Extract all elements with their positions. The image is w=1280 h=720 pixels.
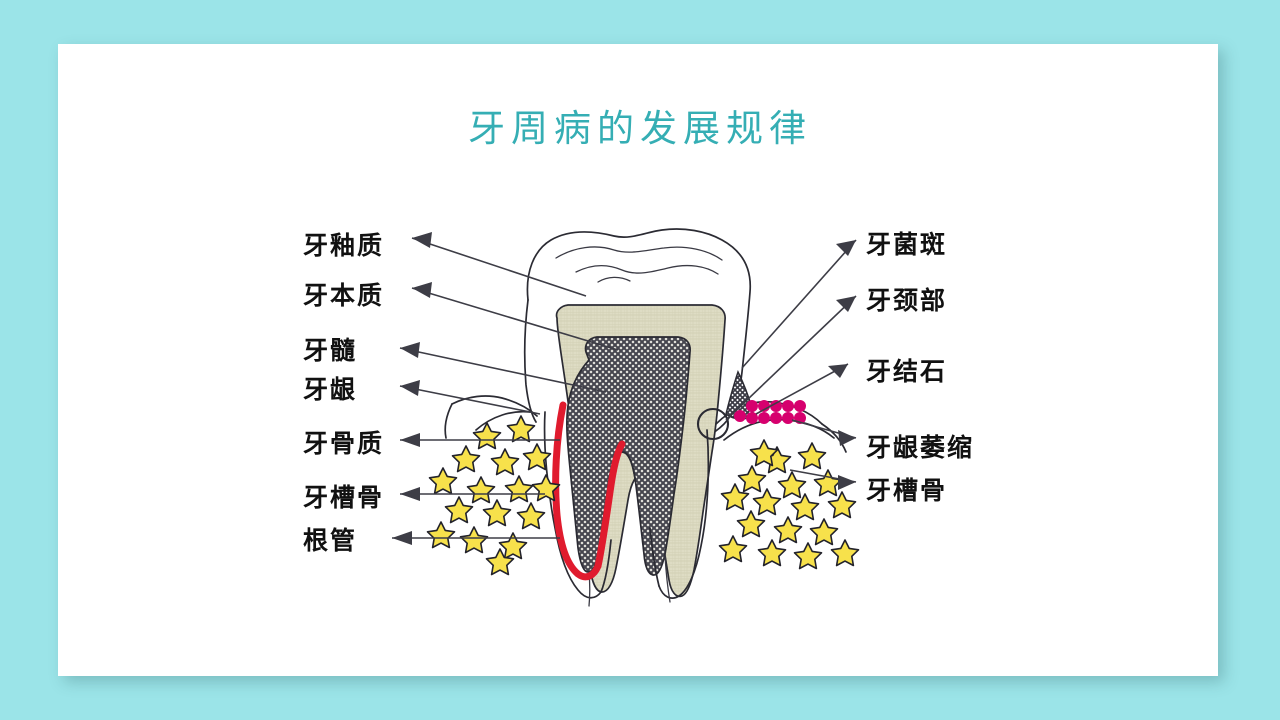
label-cementum: 牙骨质 bbox=[303, 429, 385, 458]
label-pulp: 牙髓 bbox=[303, 336, 358, 365]
label-gingival-recession: 牙龈萎缩 bbox=[866, 433, 975, 462]
label-alveolar-bone-right: 牙槽骨 bbox=[866, 476, 948, 505]
alveolar-bone-stars-right bbox=[718, 439, 860, 570]
label-dental-calculus: 牙结石 bbox=[866, 357, 948, 386]
leader-lines-left bbox=[392, 232, 619, 545]
periodontal-pocket-marker bbox=[696, 407, 730, 441]
label-root-canal: 根管 bbox=[303, 526, 358, 555]
label-gingiva: 牙龈 bbox=[303, 375, 358, 404]
alveolar-bone-stars-left bbox=[426, 415, 561, 576]
leader-lines-right bbox=[725, 239, 857, 490]
label-alveolar-bone-left: 牙槽骨 bbox=[303, 483, 385, 512]
root-outlines bbox=[543, 411, 710, 607]
dental-calculus-dots bbox=[734, 400, 806, 424]
label-enamel: 牙釉质 bbox=[303, 231, 385, 260]
root-canal-highlight bbox=[552, 401, 626, 581]
page-title: 牙周病的发展规律 bbox=[468, 107, 812, 150]
label-tooth-neck: 牙颈部 bbox=[866, 286, 948, 315]
label-dentin: 牙本质 bbox=[303, 281, 385, 310]
label-dental-plaque: 牙菌斑 bbox=[866, 230, 948, 259]
